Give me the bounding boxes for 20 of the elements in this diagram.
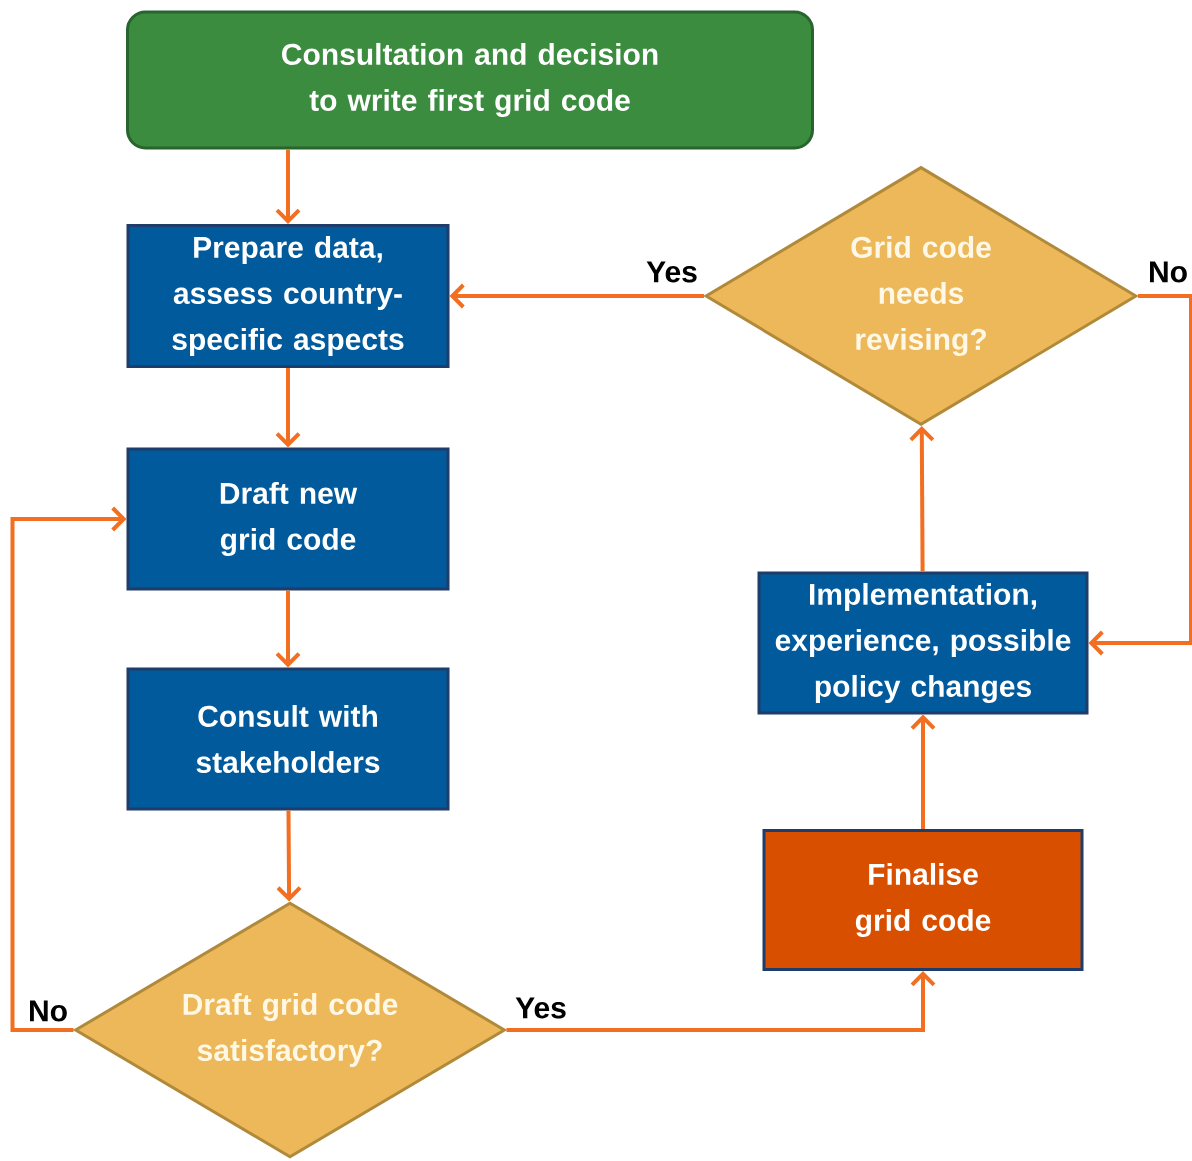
process-box: Prepare data, assess country-specific aspects [126,224,450,368]
arrow [275,590,301,668]
arrow [276,810,302,902]
edge-label: No [1147,260,1189,284]
edge-label: Yes [645,260,699,284]
arrow [506,971,936,1032]
arrow [449,283,704,309]
process-box: Implementation, experience, possible policy changes [757,571,1089,715]
process-box: Finalise grid code [762,829,1084,971]
edge-label: Yes [514,996,568,1020]
edge-label: No [27,999,69,1023]
arrow [1088,294,1192,656]
process-box: Draft new grid code [126,447,450,591]
arrow [275,368,301,448]
arrow [10,506,127,1032]
arrow [909,426,935,572]
process-box: Consult with stakeholders [126,667,450,811]
arrow [910,714,936,829]
start-box: Consultation and decision to write first grid code [126,10,814,150]
arrow [275,149,301,224]
